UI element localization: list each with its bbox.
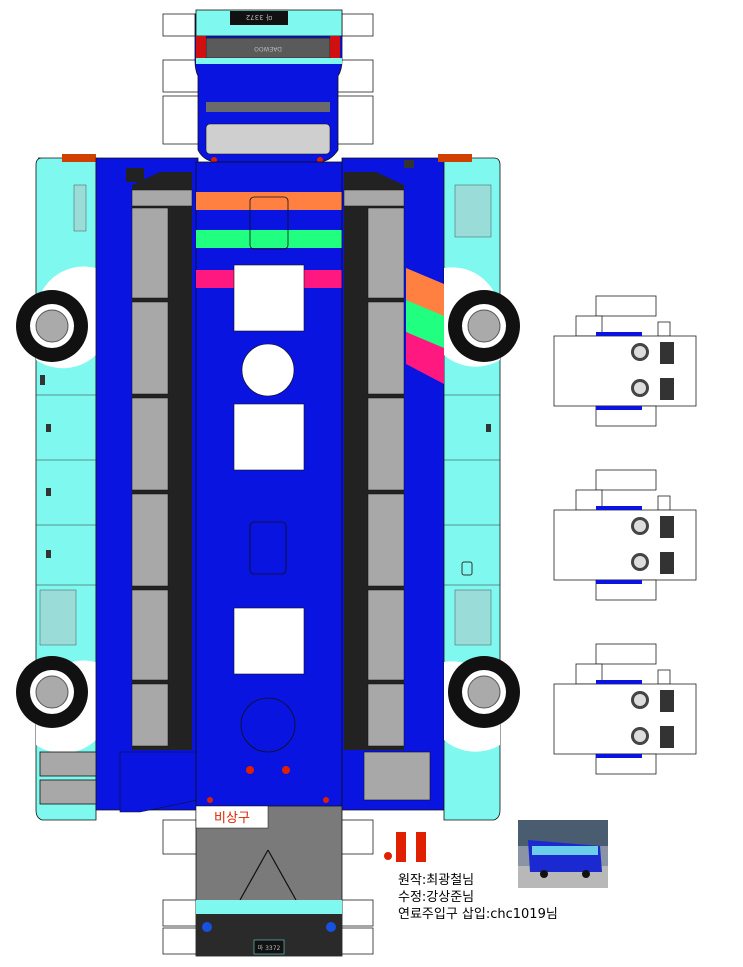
rear-right-tail-light [330,36,340,58]
right-side-panel [406,154,520,821]
roof-hatch [233,607,305,675]
side-mirror-part [384,832,426,862]
wheel-part-2 [553,469,697,601]
emergency-sign: 비상구 [214,811,250,826]
front-license-plate: 마 3372 [258,944,281,952]
wheel-part-1 [553,295,697,427]
fuel-inlet [461,561,473,576]
wiper [267,849,297,901]
credit-fuel-inlet: 연료주입구 삽입:chc1019님 [398,907,558,922]
rear-left-tail-light [196,36,206,58]
roof-panel [195,161,343,808]
right-window-strip [341,157,445,811]
left-headlight [202,922,212,932]
rear-license-plate: 마 3372 [246,13,272,22]
front-door-right [363,751,431,801]
bus-photo [518,820,608,888]
rear-grille [206,102,330,112]
credit-original: 원작:최광철님 [398,873,475,888]
credits-block: 원작:최광철님 수정:강상준님 연료주입구 삽입:chc1019님 [398,872,558,923]
wiper [239,849,269,901]
roof-hatch [233,264,305,332]
rear-engine-cover [205,123,331,155]
credit-modified: 수정:강상준님 [398,890,475,905]
roof-vent [241,343,295,397]
roof-hatch [233,403,305,471]
right-headlight [326,922,336,932]
left-window-strip [95,157,199,813]
rear-end-panel: 마 3372 DAEWOO [162,9,374,163]
wheel-part-3 [553,643,697,775]
front-end-panel: 비상구 마 3372 [162,805,374,957]
brand-logo: DAEWOO [254,45,282,52]
